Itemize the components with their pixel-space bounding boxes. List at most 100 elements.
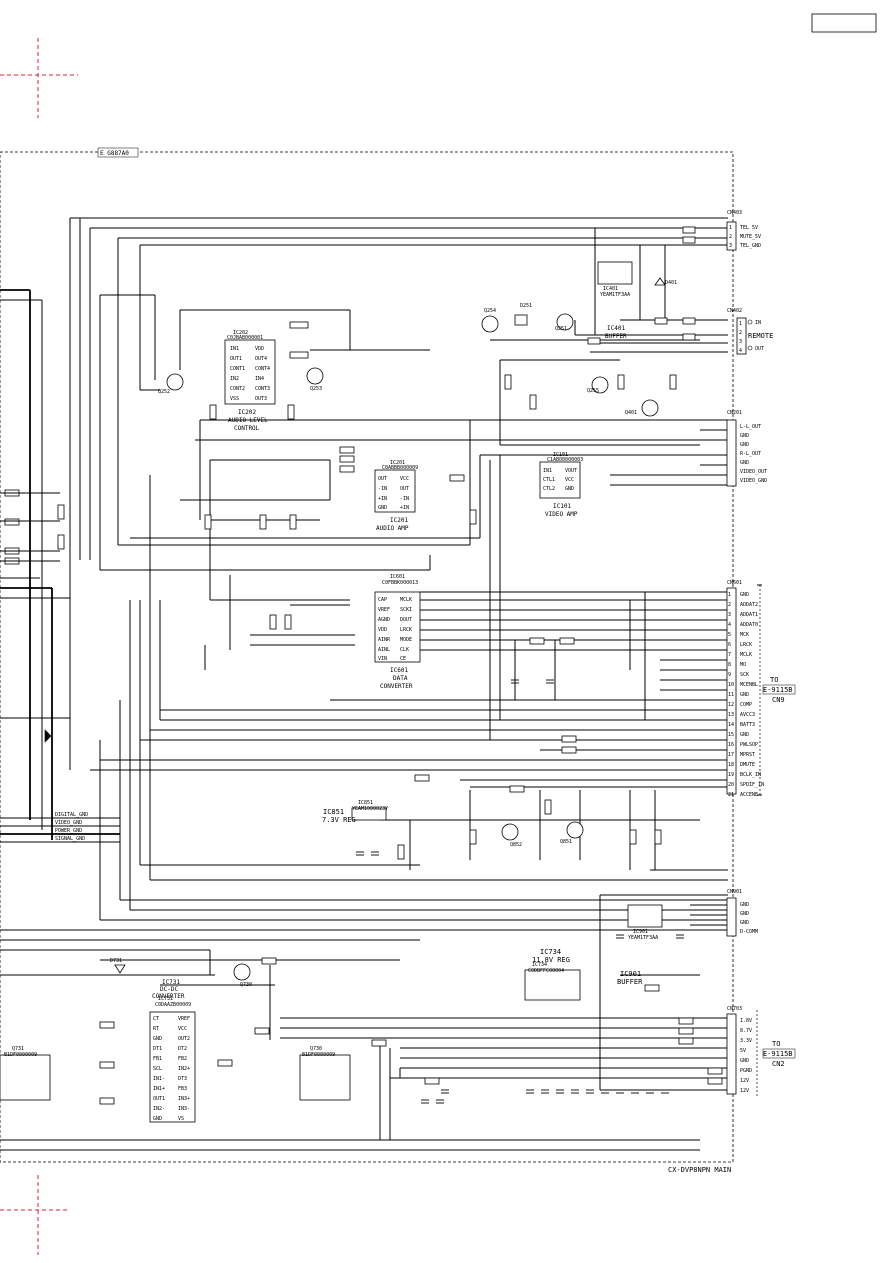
resistor-symbol	[424, 1077, 440, 1085]
resistor-symbol	[529, 394, 537, 410]
svg-text:IN2: IN2	[230, 376, 239, 382]
svg-text:RT: RT	[153, 1026, 159, 1032]
svg-text:YEAM1000023Y: YEAM1000023Y	[352, 806, 388, 812]
svg-text:CN901: CN901	[727, 889, 742, 895]
svg-text:CN201: CN201	[727, 410, 742, 416]
svg-text:CONVERTER: CONVERTER	[380, 683, 413, 690]
svg-text:VREF: VREF	[378, 607, 390, 613]
resistor-symbol	[504, 374, 512, 390]
resistor-symbol	[617, 374, 625, 390]
svg-text:GND: GND	[740, 920, 749, 926]
svg-text:IC201: IC201	[390, 460, 405, 466]
svg-text:3: 3	[729, 243, 732, 249]
svg-text:DIGITAL_GND: DIGITAL_GND	[55, 812, 88, 818]
resistor-symbol	[469, 509, 477, 525]
svg-text:OUT1: OUT1	[230, 356, 242, 362]
cn601-pin-label: BATT3	[740, 722, 755, 728]
svg-text:CONT3: CONT3	[255, 386, 270, 392]
footer-label: CX-DVP8NPN MAIN	[668, 1166, 731, 1174]
svg-text:C0ABBB000009: C0ABBB000009	[382, 465, 418, 471]
svg-text:5V: 5V	[740, 1048, 746, 1054]
svg-text:3: 3	[739, 339, 742, 345]
svg-text:VS: VS	[178, 1116, 184, 1122]
cn601-pin-number: 15	[728, 732, 734, 738]
svg-text:VSS: VSS	[230, 396, 239, 402]
frame-label: E G887A0	[100, 150, 129, 157]
connector-cn402: CN402 1 2 3 4 IN OUT REMOTE	[727, 308, 773, 355]
svg-text:MUTE_5V: MUTE_5V	[740, 234, 761, 240]
cn601-pin-number: 16	[728, 742, 734, 748]
cn601-pin-number: 14	[728, 722, 734, 728]
svg-text:2: 2	[729, 234, 732, 240]
svg-text:GND: GND	[740, 911, 749, 917]
connector-cn201: CN201 L-L_OUT GND GND R-L_OUT GND VIDEO_…	[726, 410, 767, 487]
svg-text:Q252: Q252	[158, 389, 170, 395]
cn601-pin-label: GND	[740, 592, 749, 598]
svg-text:GND: GND	[565, 486, 574, 492]
svg-text:SCKI: SCKI	[400, 607, 412, 613]
svg-text:7.3V REG: 7.3V REG	[322, 816, 356, 824]
svg-text:CONTROL: CONTROL	[234, 425, 260, 432]
svg-text:-IN: -IN	[400, 496, 409, 502]
resistor-symbol	[669, 374, 677, 390]
resistor-symbol	[209, 404, 217, 420]
resistor-symbol	[544, 799, 552, 815]
resistor-symbol	[339, 455, 355, 463]
svg-text:+IN: +IN	[400, 505, 409, 511]
svg-text:D401: D401	[665, 280, 677, 286]
svg-text:IN: IN	[755, 320, 761, 326]
resistor-symbol	[204, 514, 212, 530]
svg-text:CN601: CN601	[727, 580, 742, 586]
resistor-symbol	[261, 957, 277, 965]
svg-text:C0JBAB000001: C0JBAB000001	[227, 335, 263, 341]
svg-text:GND: GND	[740, 902, 749, 908]
svg-text:OUT2: OUT2	[178, 1036, 190, 1042]
svg-text:IC202: IC202	[238, 409, 256, 416]
resistor-symbol	[678, 1037, 694, 1045]
resistor-symbol	[529, 637, 545, 645]
resistor-symbol	[287, 404, 295, 420]
remote-title: REMOTE	[748, 332, 773, 340]
resistor-symbol	[414, 774, 430, 782]
resistor-symbol	[561, 735, 577, 743]
cn601-pin-number: 1	[728, 592, 731, 598]
connector-cn403: CN403 1 2 3 TEL 5V MUTE_5V TEL_GND	[726, 210, 761, 251]
resistor-symbol	[707, 1077, 723, 1085]
cn601-pin-label: AVCC3	[740, 712, 755, 718]
svg-text:E-9115B: E-9115B	[763, 1050, 793, 1058]
cn601-pin-label: ADDAT2	[740, 602, 758, 608]
ic-blocks: IC401 YEAM1TF3AA IC202 C0JBAB000001 IN1 …	[0, 261, 663, 1123]
svg-text:OUT: OUT	[755, 346, 764, 352]
svg-text:CLK: CLK	[400, 647, 409, 653]
svg-text:IC734: IC734	[532, 962, 547, 968]
svg-text:IC401: IC401	[603, 286, 618, 292]
svg-text:OUT: OUT	[400, 486, 409, 492]
svg-text:CONVERTER: CONVERTER	[152, 993, 185, 1000]
svg-text:C1AB00000003: C1AB00000003	[547, 457, 583, 463]
svg-text:12V: 12V	[740, 1088, 749, 1094]
ic-descriptions: IC401 BUFFER IC202 AUDIO LEVEL CONTROL I…	[152, 325, 643, 1000]
svg-text:E-9115B: E-9115B	[763, 686, 793, 694]
svg-text:PGND: PGND	[740, 1068, 752, 1074]
svg-text:IC901: IC901	[633, 929, 648, 935]
resistor-symbol	[707, 1067, 723, 1075]
svg-text:TEL_GND: TEL_GND	[740, 243, 761, 249]
svg-text:DT1: DT1	[153, 1046, 162, 1052]
svg-text:1: 1	[729, 225, 732, 231]
svg-text:AUDIO AMP: AUDIO AMP	[376, 525, 409, 532]
svg-text:12V: 12V	[740, 1078, 749, 1084]
svg-text:CE: CE	[400, 656, 406, 662]
svg-text:FB2: FB2	[178, 1056, 187, 1062]
svg-text:B1DF0000009: B1DF0000009	[4, 1052, 37, 1058]
resistor-symbol	[371, 1039, 387, 1047]
svg-text:CONT1: CONT1	[230, 366, 245, 372]
resistor-symbol	[289, 351, 309, 359]
ic401-desc: BUFFER	[605, 333, 627, 340]
cn601-pin-label: SPDIF_IN	[740, 782, 764, 788]
svg-text:VIDEO_GND: VIDEO_GND	[740, 478, 767, 484]
svg-text:1: 1	[739, 321, 742, 327]
svg-text:VCC: VCC	[400, 476, 409, 482]
cn601-pin-label: MPRST	[740, 752, 755, 758]
resistor-symbol	[678, 1027, 694, 1035]
svg-text:VOUT: VOUT	[565, 468, 577, 474]
